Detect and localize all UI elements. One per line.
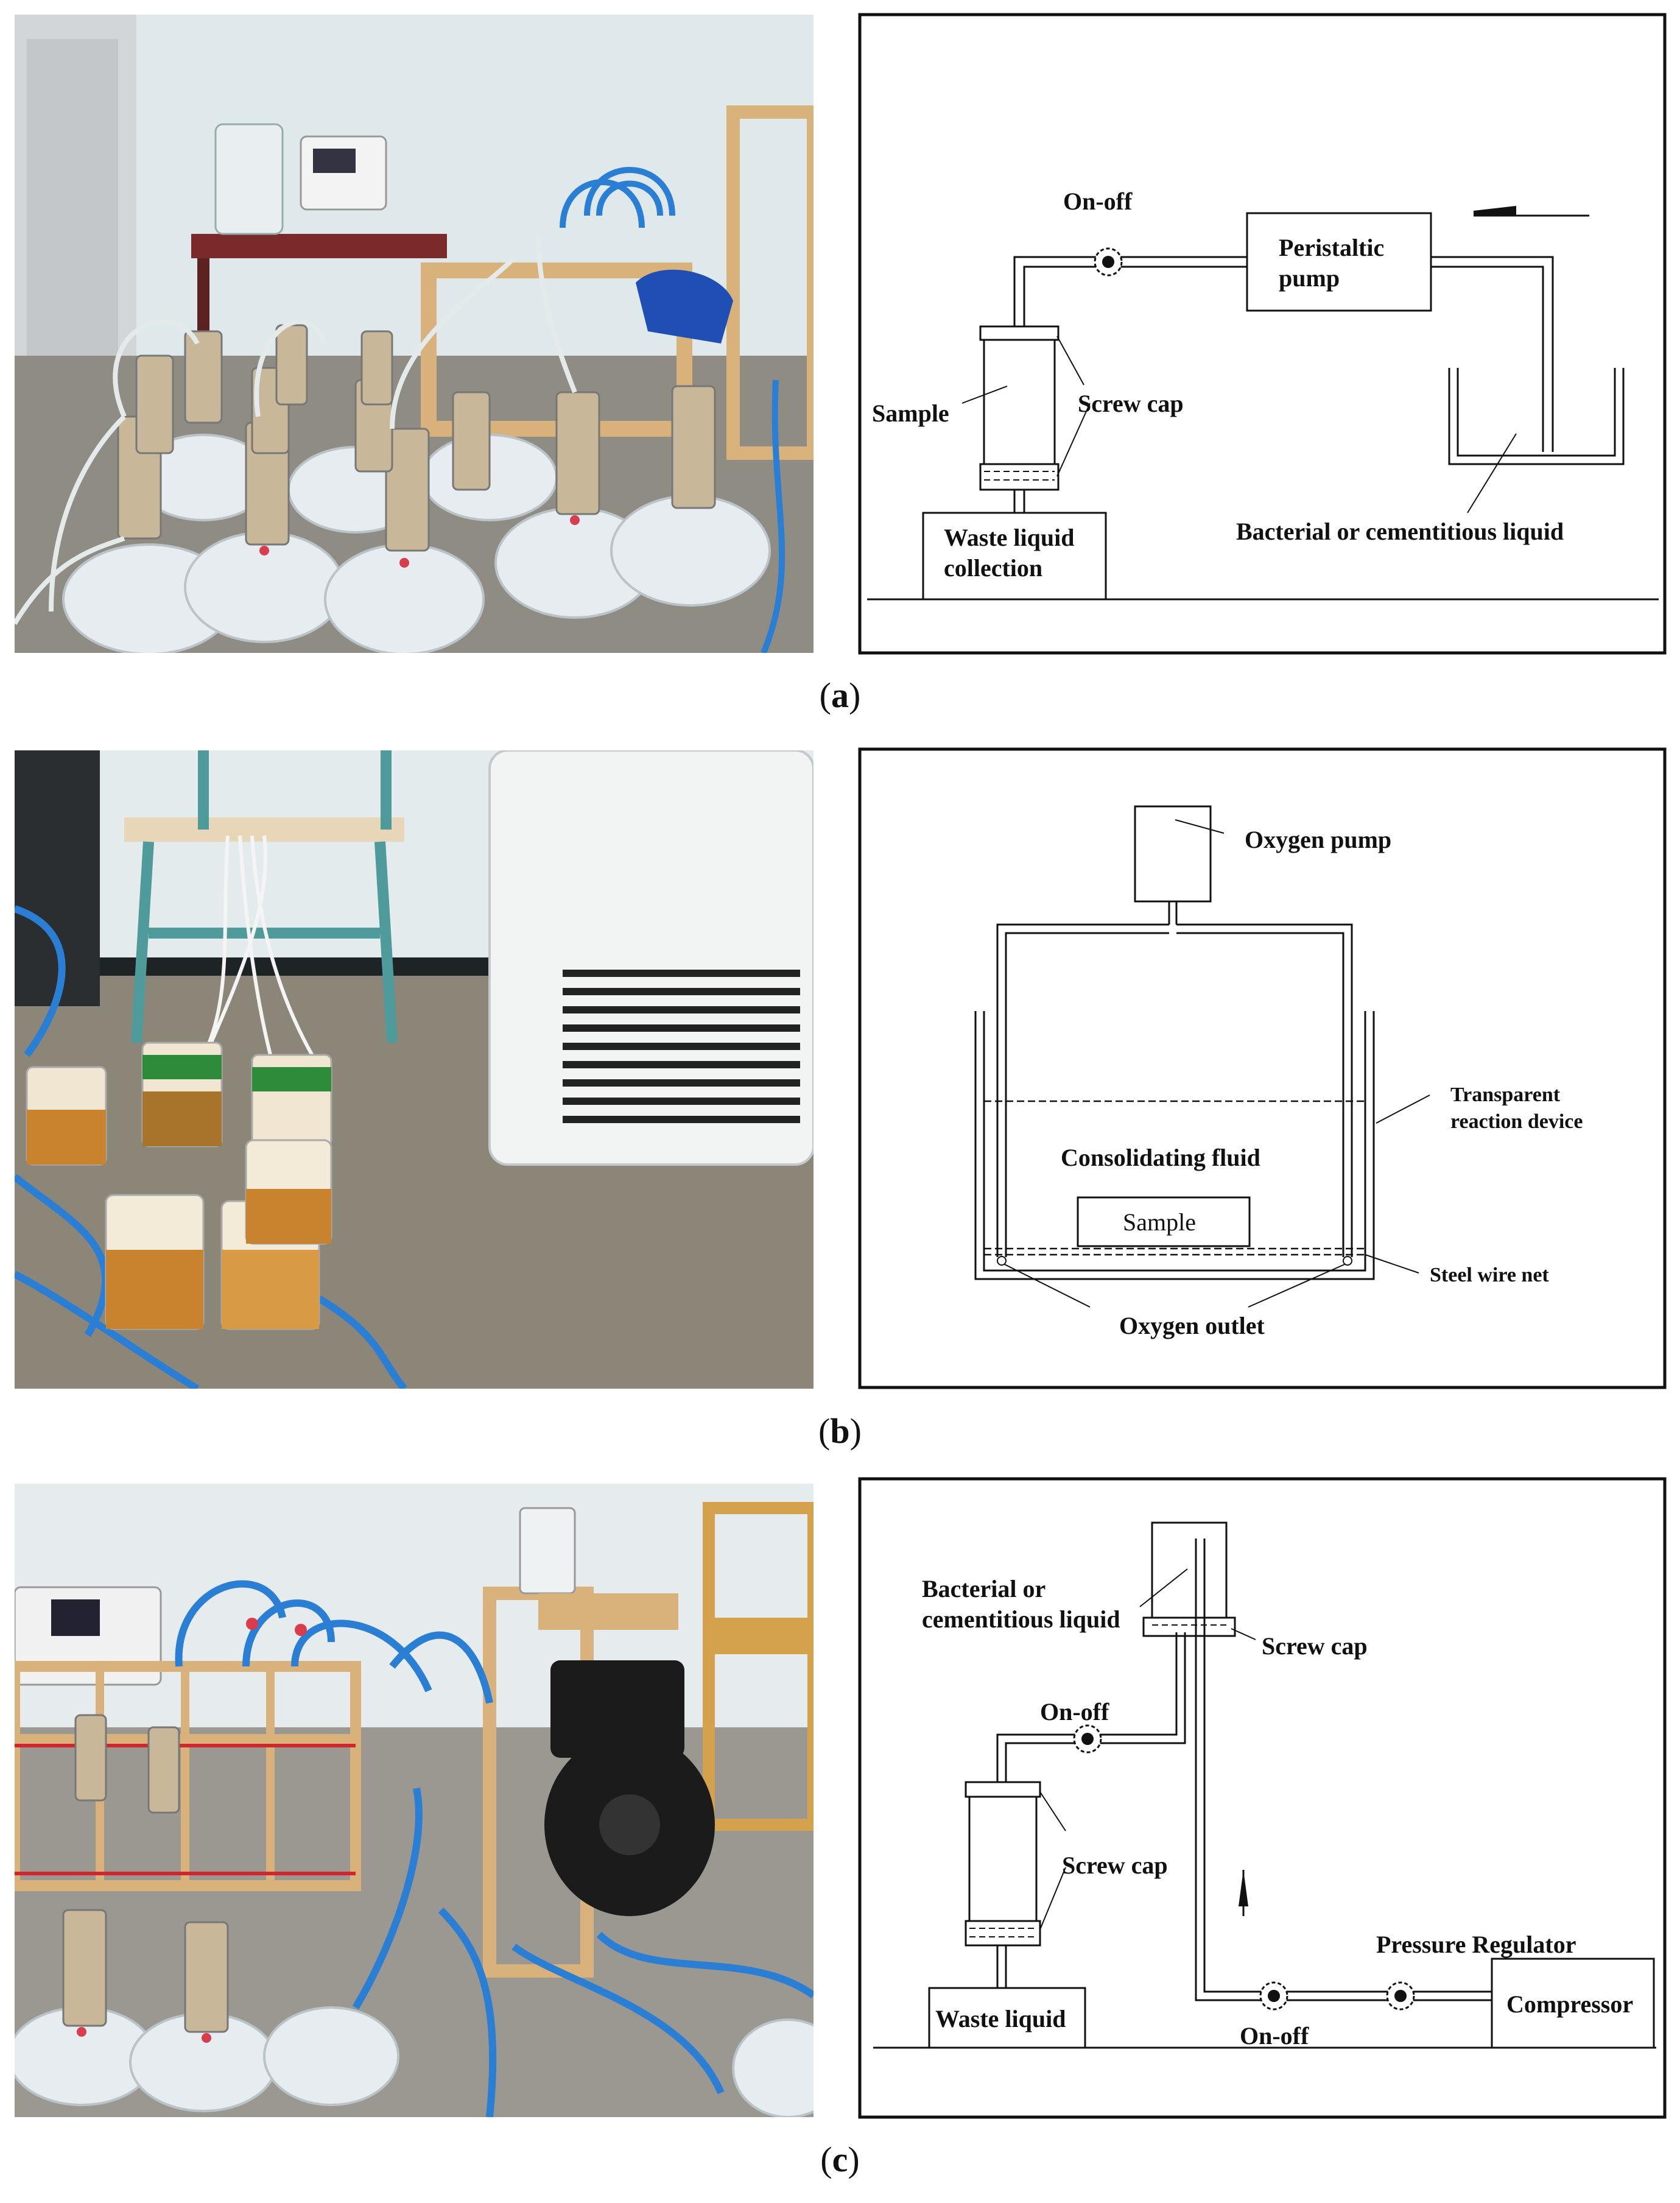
flow-arrow-icon [1474, 206, 1589, 217]
caption-c: (c) [820, 2140, 860, 2179]
label-screw-cap-top: Screw cap [1262, 1632, 1368, 1660]
label-transparent-2: reaction device [1450, 1110, 1583, 1133]
label-on-off: On-off [1063, 188, 1133, 215]
schematic-a-peristaltic-setup: On-off Peristaltic pump Sample Screw cap… [858, 13, 1667, 655]
oxygen-outlet-icon [997, 1256, 1352, 1266]
label-liquid-1: Bacterial or [922, 1575, 1046, 1602]
waste-liquid-box [922, 512, 1107, 601]
caption-b: (b) [818, 1411, 862, 1451]
label-waste-c: Waste liquid [935, 2005, 1066, 2032]
label-consolidating: Consolidating fluid [1061, 1144, 1260, 1171]
label-liquid-2: cementitious liquid [922, 1606, 1120, 1633]
screw-cap-top-c [1142, 1616, 1236, 1637]
photo-c-compressor-setup [15, 1484, 814, 2117]
screw-cap-bottom [979, 463, 1060, 491]
label-transparent-1: Transparent [1450, 1084, 1561, 1106]
tube-right [1431, 256, 1554, 452]
photo-a-sample-columns [15, 15, 814, 653]
screw-cap-top-col [965, 1781, 1041, 1798]
screw-cap-top [979, 325, 1060, 341]
reaction-device [974, 1011, 1375, 1280]
sample-box [1077, 1196, 1251, 1247]
sample-column [983, 325, 1056, 480]
waste-liquid-box-c [928, 1987, 1086, 2049]
label-pressure-regulator: Pressure Regulator [1376, 1931, 1576, 1958]
compressor-box [1491, 1958, 1655, 2049]
label-pump-1: Peristaltic [1279, 234, 1384, 261]
label-on-off-top: On-off [1040, 1698, 1109, 1725]
photo-b-oxygen-beakers [15, 750, 814, 1389]
label-screw-cap-c: Screw cap [1062, 1852, 1168, 1879]
label-sample: Sample [872, 400, 949, 427]
sample-column-c [968, 1781, 1038, 1937]
schematic-b-oxygen-setup: Oxygen pump Transparent reaction device … [858, 747, 1667, 1389]
schematic-c-compressor-setup: Bacterial or cementitious liquid Screw c… [858, 1477, 1667, 2119]
on-off-valve-icon[interactable] [1094, 247, 1123, 277]
label-pump-2: pump [1279, 264, 1340, 292]
flow-arrow-up-icon [1239, 1870, 1248, 1916]
label-liquid: Bacterial or cementitious liquid [1236, 518, 1564, 545]
on-off-valve-bottom-icon[interactable] [1259, 1981, 1288, 2011]
label-waste-2: collection [944, 554, 1042, 582]
label-compressor: Compressor [1506, 1990, 1633, 2018]
liquid-container [1151, 1521, 1228, 1634]
diagram-b-frame [858, 747, 1667, 1389]
label-on-off-bottom: On-off [1240, 2022, 1309, 2050]
label-oxygen-pump: Oxygen pump [1245, 826, 1391, 853]
oxygen-pump-box [1134, 805, 1212, 903]
on-off-valve-top-icon[interactable] [1073, 1724, 1102, 1754]
label-steel-net: Steel wire net [1430, 1264, 1549, 1286]
label-oxygen-outlet: Oxygen outlet [1119, 1312, 1265, 1339]
label-sample-b: Sample [1123, 1208, 1196, 1236]
oxygen-pipe [996, 923, 1169, 1257]
pressure-regulator-icon[interactable] [1386, 1981, 1415, 2011]
label-waste-1: Waste liquid [944, 524, 1075, 551]
tube-left [1013, 256, 1247, 326]
liquid-tank [1448, 368, 1625, 465]
label-screw-cap: Screw cap [1078, 390, 1184, 417]
caption-a: (a) [819, 675, 861, 715]
screw-cap-bottom-col [965, 1920, 1041, 1947]
peristaltic-pump-box [1246, 212, 1432, 312]
